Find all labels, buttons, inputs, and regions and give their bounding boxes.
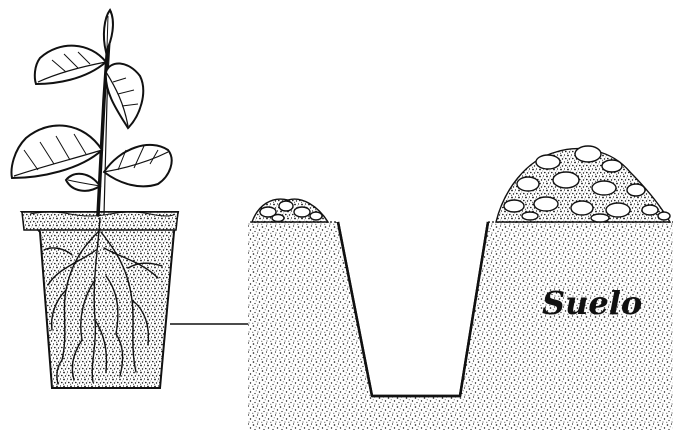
dirt-pile-left [252,199,328,222]
potted-plant [12,10,178,388]
plant-leaves [12,10,172,191]
soil-cross-section [248,222,673,430]
dirt-pile-right [496,146,670,222]
soil-label: Suelo [542,284,642,322]
plant-pot [22,212,178,388]
